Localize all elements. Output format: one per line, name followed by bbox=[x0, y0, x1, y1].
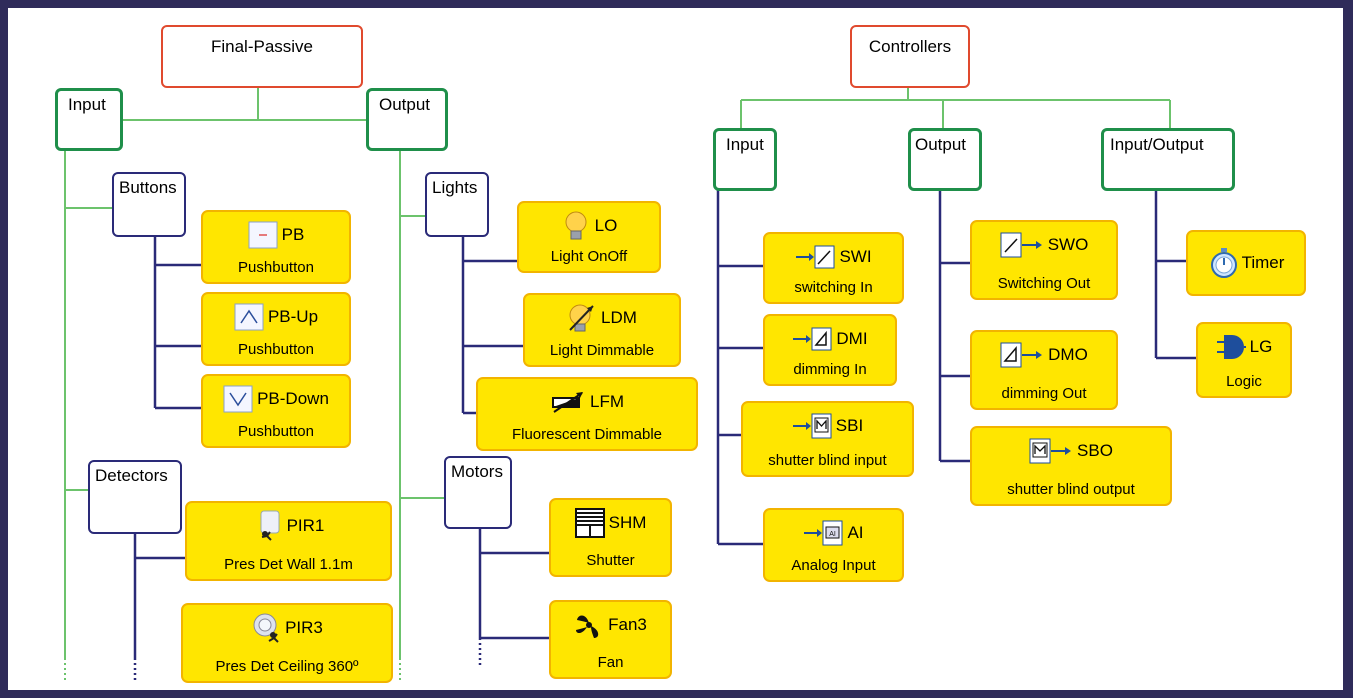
device-name: Pushbutton bbox=[238, 341, 314, 358]
device-name: Pres Det Ceiling 360º bbox=[215, 658, 359, 675]
device-swi[interactable]: SWI switching In bbox=[763, 232, 904, 304]
motors-group[interactable]: Motors bbox=[444, 456, 512, 529]
diagram-canvas: Final-Passive Input Output Buttons Detec… bbox=[8, 8, 1343, 690]
device-name: Fluorescent Dimmable bbox=[511, 426, 663, 443]
device-shm[interactable]: SHM Shutter bbox=[549, 498, 672, 577]
device-sbo[interactable]: SBO shutter blind output bbox=[970, 426, 1172, 506]
device-pb-up[interactable]: PB-Up Pushbutton bbox=[201, 292, 351, 366]
controllers-root[interactable]: Controllers bbox=[850, 25, 970, 88]
device-lg[interactable]: LG Logic bbox=[1196, 322, 1292, 398]
lights-group[interactable]: Lights bbox=[425, 172, 489, 237]
device-lfm[interactable]: LFM Fluorescent Dimmable bbox=[476, 377, 698, 451]
ctrl-input-output-node[interactable]: Input/Output bbox=[1101, 128, 1235, 191]
device-name: Light OnOff bbox=[550, 248, 628, 265]
device-code: DMI bbox=[836, 329, 868, 348]
pushbutton-down-icon bbox=[223, 384, 253, 414]
device-name: dimming In bbox=[793, 361, 867, 378]
final-passive-root[interactable]: Final-Passive bbox=[161, 25, 363, 88]
device-sbi[interactable]: SBI shutter blind input bbox=[741, 401, 914, 477]
device-fan3[interactable]: Fan3 Fan bbox=[549, 600, 672, 679]
fluorescent-dimmer-icon bbox=[550, 387, 586, 417]
device-code: Fan3 bbox=[608, 615, 647, 634]
device-dmi[interactable]: DMI dimming In bbox=[763, 314, 897, 386]
switch-output-icon bbox=[1000, 230, 1044, 260]
ctrl-input-node[interactable]: Input bbox=[713, 128, 777, 191]
device-name: dimming Out bbox=[1001, 385, 1087, 402]
dimming-output-icon bbox=[1000, 340, 1044, 370]
device-name: shutter blind input bbox=[768, 452, 887, 469]
shutter-blind-input-icon bbox=[792, 411, 832, 441]
svg-text:AI: AI bbox=[830, 531, 837, 538]
device-pir1[interactable]: PIR1 Pres Det Wall 1.1m bbox=[185, 501, 392, 581]
device-code: SHM bbox=[608, 513, 647, 532]
device-code: AI bbox=[847, 523, 864, 542]
device-pb[interactable]: PB Pushbutton bbox=[201, 210, 351, 284]
device-code: Timer bbox=[1241, 253, 1285, 272]
device-ldm[interactable]: LDM Light Dimmable bbox=[523, 293, 681, 367]
device-code: LG bbox=[1249, 337, 1273, 356]
fan-icon bbox=[574, 610, 604, 640]
device-name: Analog Input bbox=[791, 557, 876, 574]
ceiling-presence-detector-icon bbox=[251, 613, 281, 643]
device-name: Logic bbox=[1226, 373, 1262, 390]
device-code: PIR3 bbox=[285, 618, 323, 637]
device-name: Pushbutton bbox=[238, 423, 314, 440]
device-code: PB bbox=[281, 225, 305, 244]
device-code: PB-Up bbox=[267, 307, 319, 326]
device-name: shutter blind output bbox=[1007, 481, 1135, 498]
device-code: SWI bbox=[839, 247, 872, 266]
device-dmo[interactable]: DMO dimming Out bbox=[970, 330, 1118, 410]
detectors-group[interactable]: Detectors bbox=[88, 460, 182, 534]
device-code: LFM bbox=[590, 392, 624, 411]
device-timer[interactable]: Timer bbox=[1186, 230, 1306, 296]
dimming-input-icon bbox=[792, 324, 832, 354]
stopwatch-icon bbox=[1208, 248, 1238, 278]
ctrl-output-node[interactable]: Output bbox=[908, 128, 982, 191]
switch-input-icon bbox=[795, 242, 835, 272]
device-name: Switching Out bbox=[997, 275, 1091, 292]
device-code: LO bbox=[594, 216, 618, 235]
device-ai[interactable]: AI AI Analog Input bbox=[763, 508, 904, 582]
device-name: Fan bbox=[597, 654, 624, 671]
device-name: Pushbutton bbox=[238, 259, 314, 276]
connector-lines bbox=[64, 88, 1196, 680]
device-name: switching In bbox=[794, 279, 873, 296]
device-name: Light Dimmable bbox=[549, 342, 655, 359]
device-pb-down[interactable]: PB-Down Pushbutton bbox=[201, 374, 351, 448]
fp-input-node[interactable]: Input bbox=[55, 88, 123, 151]
device-code: PIR1 bbox=[286, 516, 325, 535]
device-lo[interactable]: LO Light OnOff bbox=[517, 201, 661, 273]
wall-presence-detector-icon bbox=[253, 510, 283, 541]
pushbutton-up-icon bbox=[234, 302, 264, 332]
device-swo[interactable]: SWO Switching Out bbox=[970, 220, 1118, 300]
dimmable-bulb-icon bbox=[567, 303, 597, 333]
shutter-blind-output-icon bbox=[1029, 436, 1073, 466]
device-code: SBO bbox=[1077, 441, 1113, 460]
device-code: LDM bbox=[601, 308, 637, 327]
device-code: SBI bbox=[835, 416, 864, 435]
device-name: Pres Det Wall 1.1m bbox=[224, 556, 353, 573]
fp-output-node[interactable]: Output bbox=[366, 88, 448, 151]
shutter-icon bbox=[574, 508, 605, 538]
logic-gate-icon bbox=[1216, 332, 1246, 362]
device-code: DMO bbox=[1048, 345, 1088, 364]
buttons-group[interactable]: Buttons bbox=[112, 172, 186, 237]
device-pir3[interactable]: PIR3 Pres Det Ceiling 360º bbox=[181, 603, 393, 683]
light-bulb-icon bbox=[561, 211, 591, 241]
analog-input-icon: AI bbox=[803, 518, 843, 548]
device-code: SWO bbox=[1047, 235, 1089, 254]
pushbutton-icon bbox=[248, 220, 278, 250]
device-name: Shutter bbox=[586, 552, 635, 569]
device-code: PB-Down bbox=[257, 389, 329, 408]
